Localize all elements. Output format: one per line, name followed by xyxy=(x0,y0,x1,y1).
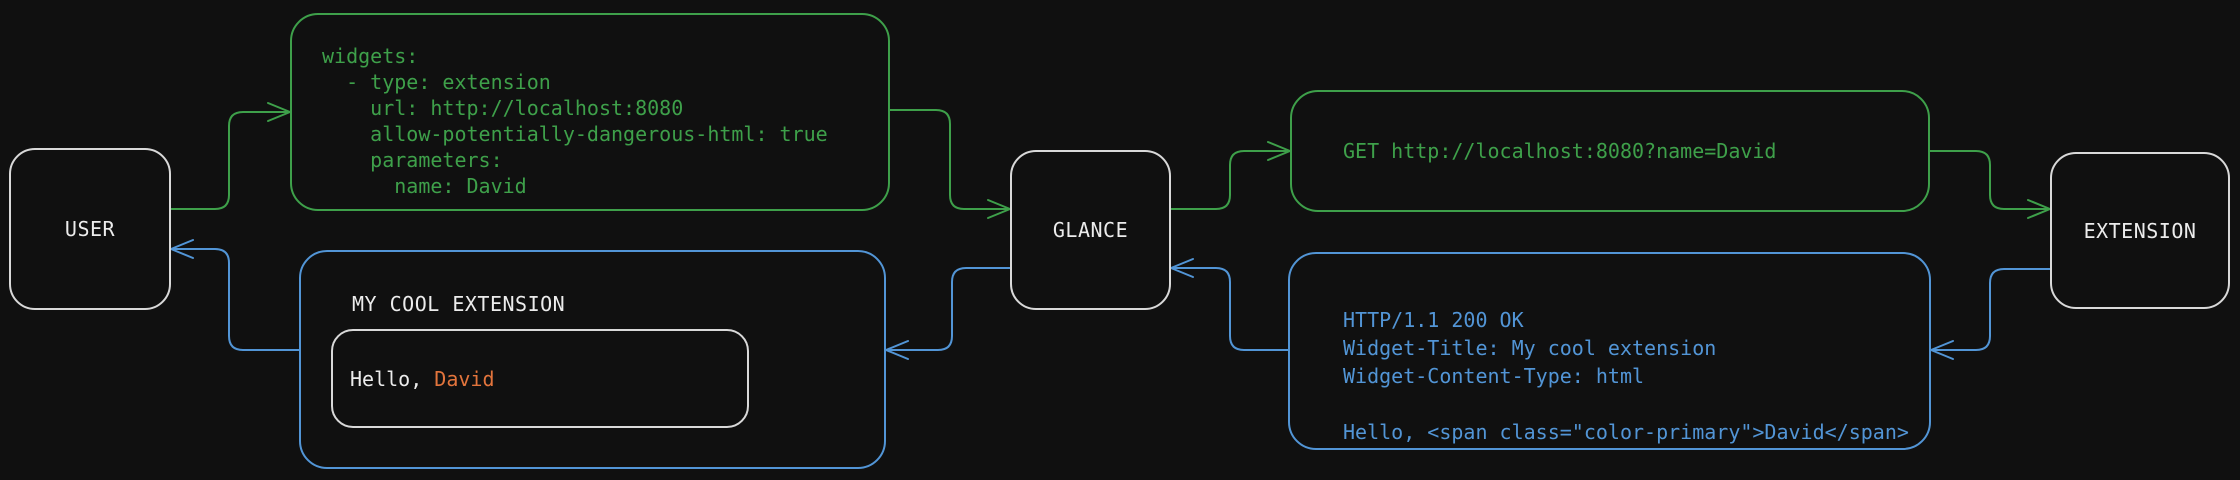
arrowhead-response-to-glance xyxy=(1170,258,1194,278)
config-yaml-box: widgets: - type: extension url: http://l… xyxy=(290,13,890,211)
connector-extension-to-response xyxy=(1930,268,2051,360)
node-glance-label: GLANCE xyxy=(1052,218,1129,242)
node-user-label: USER xyxy=(64,217,116,241)
config-line: allow-potentially-dangerous-html: true xyxy=(322,122,828,146)
arrowhead-widget-to-user xyxy=(170,239,194,259)
widget-greeting-box: Hello, David xyxy=(331,329,749,428)
connector-request-to-extension xyxy=(1929,150,2051,219)
config-line: url: http://localhost:8080 xyxy=(322,96,684,120)
response-line: Hello, <span class="color-primary">David… xyxy=(1343,420,1909,444)
arrowhead-glance-to-widget xyxy=(885,340,909,360)
connector-glance-to-widget xyxy=(885,267,1011,360)
connector-user-to-config xyxy=(170,102,291,210)
response-line xyxy=(1343,390,1929,418)
response-line: Widget-Title: My cool extension xyxy=(1343,336,1717,360)
connector-glance-to-request xyxy=(1170,141,1291,210)
config-line: parameters: xyxy=(322,148,503,172)
config-line: name: David xyxy=(322,174,527,198)
connector-response-to-glance xyxy=(1170,258,1289,351)
config-line: - type: extension xyxy=(322,70,551,94)
response-line: Widget-Content-Type: html xyxy=(1343,364,1645,388)
greeting-name: David xyxy=(434,366,495,391)
rendered-widget-box: MY COOL EXTENSION xyxy=(299,250,886,469)
response-line: HTTP/1.1 200 OK xyxy=(1343,308,1524,332)
greeting-text: Hello, xyxy=(350,366,435,391)
node-user: USER xyxy=(9,148,171,310)
config-line: widgets: xyxy=(322,44,419,68)
node-extension: EXTENSION xyxy=(2050,152,2230,309)
node-glance: GLANCE xyxy=(1010,150,1171,310)
arrowhead-extension-to-response xyxy=(1930,340,1954,360)
connector-widget-to-user xyxy=(170,239,300,351)
http-response-box: HTTP/1.1 200 OK Widget-Title: My cool ex… xyxy=(1288,252,1931,450)
widget-title: MY COOL EXTENSION xyxy=(352,292,566,316)
http-request-box: GET http://localhost:8080?name=David xyxy=(1290,90,1930,212)
request-line: GET http://localhost:8080?name=David xyxy=(1343,139,1777,163)
connector-config-to-glance xyxy=(889,109,1011,219)
node-extension-label: EXTENSION xyxy=(2083,218,2197,243)
